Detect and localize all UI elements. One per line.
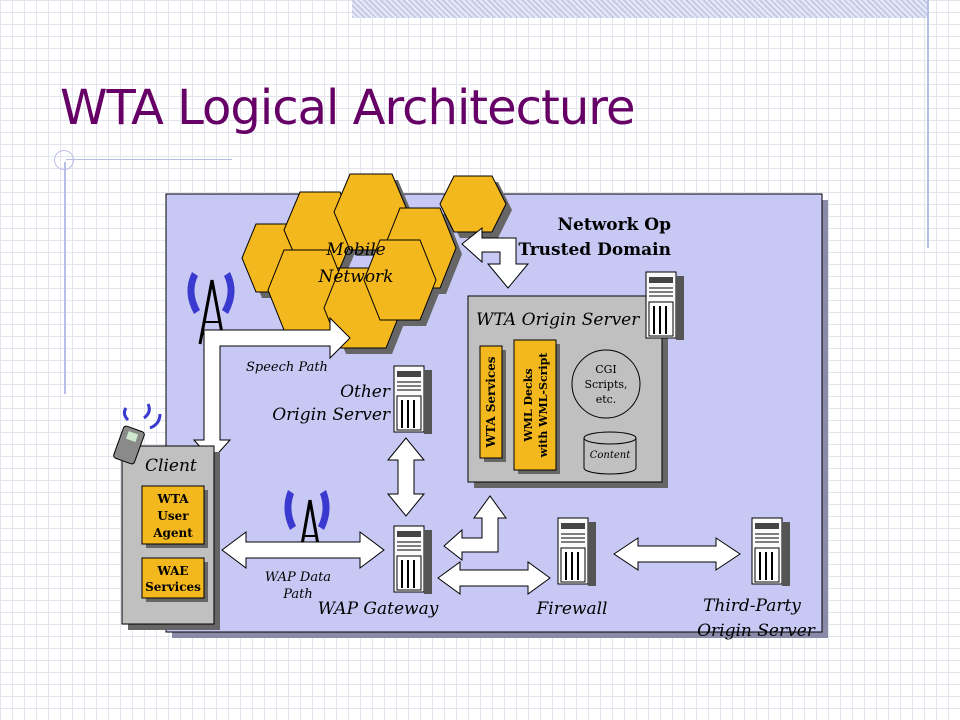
content-cylinder <box>583 431 637 475</box>
cgi-label-1: CGI <box>595 363 617 376</box>
wae-services-block <box>141 557 205 599</box>
mobile-network-label-1: Mobile <box>325 240 385 260</box>
wap-data-label-1: WAP Data <box>265 570 331 585</box>
wml-decks-label-1: WML Decks <box>522 368 535 442</box>
wta-agent-label-3: Agent <box>152 526 193 540</box>
content-label: Content <box>590 450 631 461</box>
slide-title: WTA Logical Architecture <box>60 80 635 136</box>
wta-agent-label-1: WTA <box>156 492 189 506</box>
wta-services-label: WTA Services <box>484 356 498 448</box>
network-wta-arrow <box>461 226 530 289</box>
cgi-label-3: etc. <box>596 393 617 406</box>
other-origin-label-1: Other <box>340 382 391 402</box>
title-ring-decor <box>54 150 74 170</box>
wta-origin-server-label: WTA Origin Server <box>476 310 640 330</box>
wap-data-path-arrow <box>221 531 385 569</box>
client-label: Client <box>145 456 197 476</box>
domain-label-1: Network Op <box>557 215 671 235</box>
domain-label-2: Trusted Domain <box>518 240 671 260</box>
mobile-network-cloud <box>241 173 512 354</box>
firewall-thirdparty-arrow <box>613 537 741 571</box>
wap-gateway-icon <box>393 525 433 595</box>
cgi-scripts-circle <box>571 349 641 419</box>
left-decor-rule <box>64 162 66 394</box>
mobile-network-label-2: Network <box>318 267 394 287</box>
other-origin-server-icon <box>393 365 433 435</box>
wta-server-icon <box>645 271 685 341</box>
third-party-label-2: Origin Server <box>697 621 816 641</box>
origin-gateway-arrow <box>386 437 426 517</box>
speech-antenna-icon <box>187 272 235 345</box>
third-party-label-1: Third-Party <box>703 596 801 616</box>
title-underline <box>66 159 232 160</box>
cgi-label-2: Scripts, <box>584 378 627 391</box>
other-origin-label-2: Origin Server <box>272 405 391 425</box>
gateway-wta-arrow <box>443 495 507 562</box>
wae-label-1: WAE <box>156 564 188 578</box>
gateway-firewall-arrow <box>437 561 551 595</box>
wta-services-block <box>479 345 503 459</box>
wml-decks-block <box>513 339 557 471</box>
wml-decks-label-2: with WML-Script <box>537 352 550 459</box>
wap-antenna-icon <box>284 490 330 557</box>
third-party-server-icon <box>751 517 791 587</box>
speech-path-label: Speech Path <box>246 360 328 375</box>
mobile-phone-icon <box>113 403 162 465</box>
top-decor-band <box>352 0 928 18</box>
wae-label-2: Services <box>145 580 201 594</box>
firewall-icon <box>557 517 597 587</box>
wap-data-label-2: Path <box>282 587 313 602</box>
wta-agent-label-2: User <box>157 509 189 523</box>
wap-gateway-label: WAP Gateway <box>318 599 439 619</box>
firewall-label: Firewall <box>536 599 608 619</box>
wta-user-agent-block <box>141 485 205 545</box>
right-decor-rule <box>927 0 929 248</box>
